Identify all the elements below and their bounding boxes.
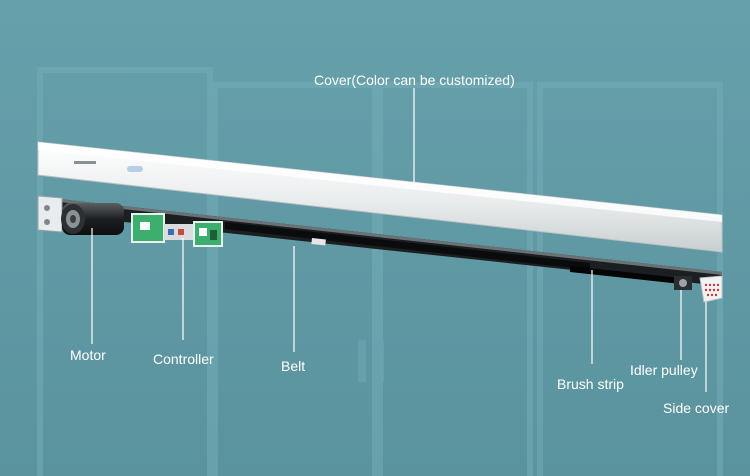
track-rail bbox=[50, 198, 722, 286]
motor bbox=[61, 203, 124, 235]
cover-indicator-light bbox=[127, 166, 143, 172]
label-motor: Motor bbox=[70, 347, 106, 363]
label-side-cover: Side cover bbox=[663, 400, 730, 416]
label-belt: Belt bbox=[281, 358, 306, 374]
label-controller: Controller bbox=[153, 351, 214, 367]
belt-clamp bbox=[311, 237, 326, 246]
side-cover bbox=[699, 275, 723, 303]
label-idler-pulley: Idler pulley bbox=[630, 362, 698, 378]
label-cover: Cover(Color can be customized) bbox=[314, 72, 515, 88]
brush-strip-segment bbox=[225, 222, 590, 270]
cover-profile bbox=[37, 141, 723, 253]
leader-lines bbox=[91, 88, 707, 392]
right-end-assembly bbox=[674, 275, 723, 303]
door-handles bbox=[358, 340, 384, 382]
left-end-bracket bbox=[37, 195, 63, 233]
controller-boards bbox=[131, 213, 223, 247]
cover-logo-mark bbox=[74, 161, 96, 164]
label-brush-strip: Brush strip bbox=[557, 376, 624, 392]
